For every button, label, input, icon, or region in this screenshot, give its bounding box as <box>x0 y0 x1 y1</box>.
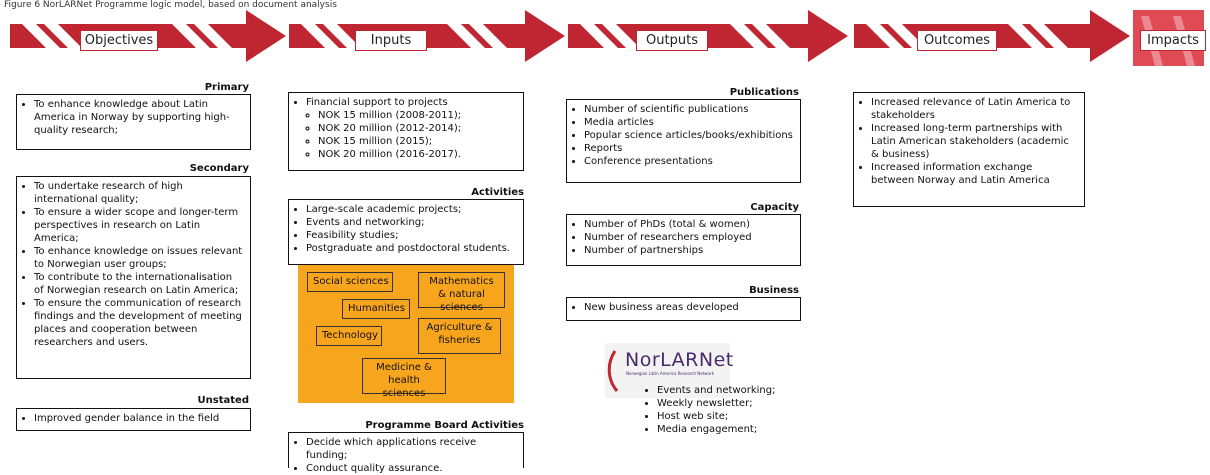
secondary-objective: To ensure the communication of research … <box>34 297 244 349</box>
funding-title: Financial support to projects NOK 15 mil… <box>306 96 517 161</box>
board-heading: Programme Board Activities <box>365 420 524 431</box>
activity-item: Events and networking; <box>306 216 517 229</box>
secondary-objectives-box: To undertake research of high internatio… <box>16 176 251 379</box>
activity-item: Feasibility studies; <box>306 229 517 242</box>
board-item: Conduct quality assurance. <box>306 462 517 475</box>
capacity-box: Number of PhDs (total & women) Number of… <box>566 214 801 266</box>
activity-item: Large-scale academic projects; <box>306 203 517 216</box>
capacity-heading: Capacity <box>750 202 799 213</box>
publications-heading: Publications <box>729 87 799 98</box>
business-heading: Business <box>749 285 799 296</box>
board-item: Decide which applications receive fundin… <box>306 436 517 462</box>
publication-item: Popular science articles/books/exhibitio… <box>584 129 794 142</box>
outcome-item: Increased relevance of Latin America to … <box>871 96 1078 122</box>
math-sciences-tag: Mathematics & natural sciences <box>418 272 505 313</box>
outcomes-label: Outcomes <box>917 30 997 51</box>
inputs-arrow <box>289 10 565 62</box>
social-sciences-tag: Social sciences <box>307 272 393 292</box>
funding-item: NOK 15 million (2008-2011); <box>318 109 517 122</box>
funding-item: NOK 15 million (2015); <box>318 135 517 148</box>
capacity-item: Number of PhDs (total & women) <box>584 218 794 231</box>
outcome-item: Increased long-term partnerships with La… <box>871 122 1078 161</box>
funding-item: NOK 20 million (2012-2014); <box>318 122 517 135</box>
publications-box: Number of scientific publications Media … <box>566 99 801 183</box>
logo-subtitle: Norwegian Latin America Research Network <box>626 371 714 376</box>
publication-item: Media articles <box>584 116 794 129</box>
medicine-tag: Medicine & health sciences <box>362 358 446 399</box>
secondary-heading: Secondary <box>189 163 249 174</box>
objectives-label: Objectives <box>80 30 158 51</box>
primary-objectives-box: To enhance knowledge about Latin America… <box>16 94 251 150</box>
business-box: New business areas developed <box>566 297 801 321</box>
inputs-label: Inputs <box>355 30 427 51</box>
primary-objective: To enhance knowledge about Latin America… <box>34 98 244 137</box>
unstated-objectives-box: Improved gender balance in the field <box>16 408 251 431</box>
primary-heading: Primary <box>204 82 249 93</box>
norlarnet-item: Host web site; <box>657 410 806 423</box>
humanities-tag: Humanities <box>342 299 410 319</box>
logo-text: NorLARNet <box>625 349 734 371</box>
impacts-label: Impacts <box>1140 30 1206 51</box>
norlarnet-item: Media engagement; <box>657 423 806 436</box>
science-fields-panel <box>298 265 514 403</box>
board-box: Decide which applications receive fundin… <box>288 432 524 474</box>
norlarnet-activities: Events and networking; Weekly newsletter… <box>646 384 806 436</box>
outputs-label: Outputs <box>636 30 708 51</box>
activities-box: Large-scale academic projects; Events an… <box>288 199 524 265</box>
activities-heading: Activities <box>471 187 524 198</box>
figure-caption: Figure 6 NorLARNet Programme logic model… <box>4 0 337 10</box>
publication-item: Number of scientific publications <box>584 103 794 116</box>
outputs-arrow <box>568 10 848 62</box>
publication-item: Reports <box>584 142 794 155</box>
capacity-item: Number of researchers employed <box>584 231 794 244</box>
outcome-item: Increased information exchange between N… <box>871 161 1078 187</box>
norlarnet-item: Weekly newsletter; <box>657 397 806 410</box>
activity-item: Postgraduate and postdoctoral students. <box>306 242 517 255</box>
funding-box: Financial support to projects NOK 15 mil… <box>288 92 524 171</box>
publication-item: Conference presentations <box>584 155 794 168</box>
capacity-item: Number of partnerships <box>584 244 794 257</box>
unstated-objective: Improved gender balance in the field <box>34 412 244 425</box>
secondary-objective: To contribute to the internationalisatio… <box>34 271 244 297</box>
business-item: New business areas developed <box>584 301 794 314</box>
norlarnet-item: Events and networking; <box>657 384 806 397</box>
technology-tag: Technology <box>316 326 382 346</box>
secondary-objective: To undertake research of high internatio… <box>34 180 244 206</box>
secondary-objective: To enhance knowledge on issues relevant … <box>34 245 244 271</box>
norlarnet-logo: NorLARNet Norwegian Latin America Resear… <box>605 343 733 398</box>
funding-item: NOK 20 million (2016-2017). <box>318 148 517 161</box>
unstated-heading: Unstated <box>197 395 249 406</box>
outcomes-box: Increased relevance of Latin America to … <box>853 92 1085 207</box>
agriculture-tag: Agriculture & fisheries <box>418 318 501 354</box>
secondary-objective: To ensure a wider scope and longer-term … <box>34 206 244 245</box>
